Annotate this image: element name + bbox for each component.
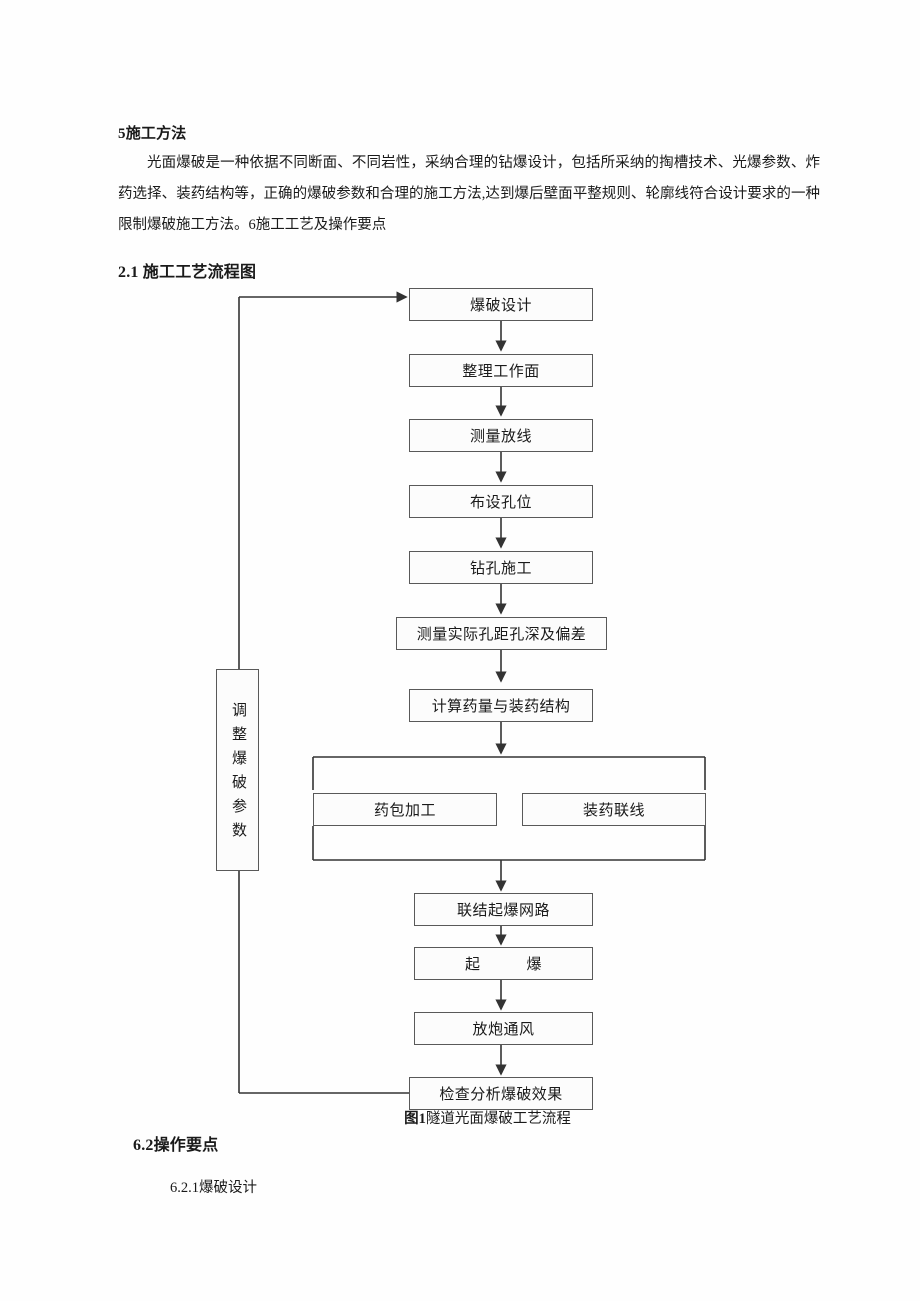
- flow-node-调整爆破参数[interactable]: 调整爆破参数: [216, 669, 259, 871]
- flow-node-label: 联结起爆网路: [456, 903, 550, 919]
- flow-node-label: 布设孔位: [469, 495, 532, 511]
- figure-caption-label: 图1: [404, 1111, 426, 1127]
- heading-section-5: 5施工方法: [118, 126, 187, 142]
- flow-node-label-qi: 起: [464, 957, 481, 973]
- flow-node-label-bao: 爆: [526, 957, 543, 973]
- heading-section-6-2: 6.2操作要点: [133, 1137, 219, 1154]
- flow-node-label: 装药联线: [582, 803, 645, 819]
- flow-node-测量实际孔距孔深及偏差[interactable]: 测量实际孔距孔深及偏差: [396, 617, 607, 650]
- figure-caption: 图1隧道光面爆破工艺流程: [0, 1107, 920, 1128]
- flow-node-label: 药包加工: [373, 803, 436, 819]
- flow-node-label: 整理工作面: [462, 364, 540, 380]
- heading-section-2-1: 2.1 施工工艺流程图: [118, 264, 257, 281]
- flow-node-label: 爆破设计: [469, 298, 532, 314]
- flow-node-检查分析爆破效果[interactable]: 检查分析爆破效果: [409, 1077, 593, 1110]
- flow-node-爆破设计[interactable]: 爆破设计: [409, 288, 593, 321]
- flow-node-联结起爆网路[interactable]: 联结起爆网路: [414, 893, 593, 926]
- flow-node-装药联线[interactable]: 装药联线: [522, 793, 706, 826]
- flow-node-label: 测量放线: [469, 429, 532, 445]
- figure-caption-text: 隧道光面爆破工艺流程: [425, 1111, 571, 1127]
- paragraph-section-5-body: 光面爆破是一种依据不同断面、不同岩性，采纳合理的钻爆设计，包括所采纳的掏槽技术、…: [118, 155, 820, 233]
- flow-node-整理工作面[interactable]: 整理工作面: [409, 354, 593, 387]
- flow-node-label: 测量实际孔距孔深及偏差: [416, 627, 587, 643]
- flow-node-布设孔位[interactable]: 布设孔位: [409, 485, 593, 518]
- text-section-6-2-1: 6.2.1爆破设计: [170, 1180, 257, 1196]
- flow-node-钻孔施工[interactable]: 钻孔施工: [409, 551, 593, 584]
- flow-node-label: 调整爆破参数: [230, 702, 246, 846]
- flow-node-label: 检查分析爆破效果: [439, 1087, 563, 1103]
- flow-node-放炮通风[interactable]: 放炮通风: [414, 1012, 593, 1045]
- flow-node-药包加工[interactable]: 药包加工: [313, 793, 497, 826]
- flow-node-计算药量与装药结构[interactable]: 计算药量与装药结构: [409, 689, 593, 722]
- flow-node-label: 钻孔施工: [469, 561, 532, 577]
- flow-node-label: 放炮通风: [472, 1022, 535, 1038]
- flow-node-测量放线[interactable]: 测量放线: [409, 419, 593, 452]
- flow-node-起爆[interactable]: 起爆: [414, 947, 593, 980]
- flow-node-label: 计算药量与装药结构: [431, 699, 571, 715]
